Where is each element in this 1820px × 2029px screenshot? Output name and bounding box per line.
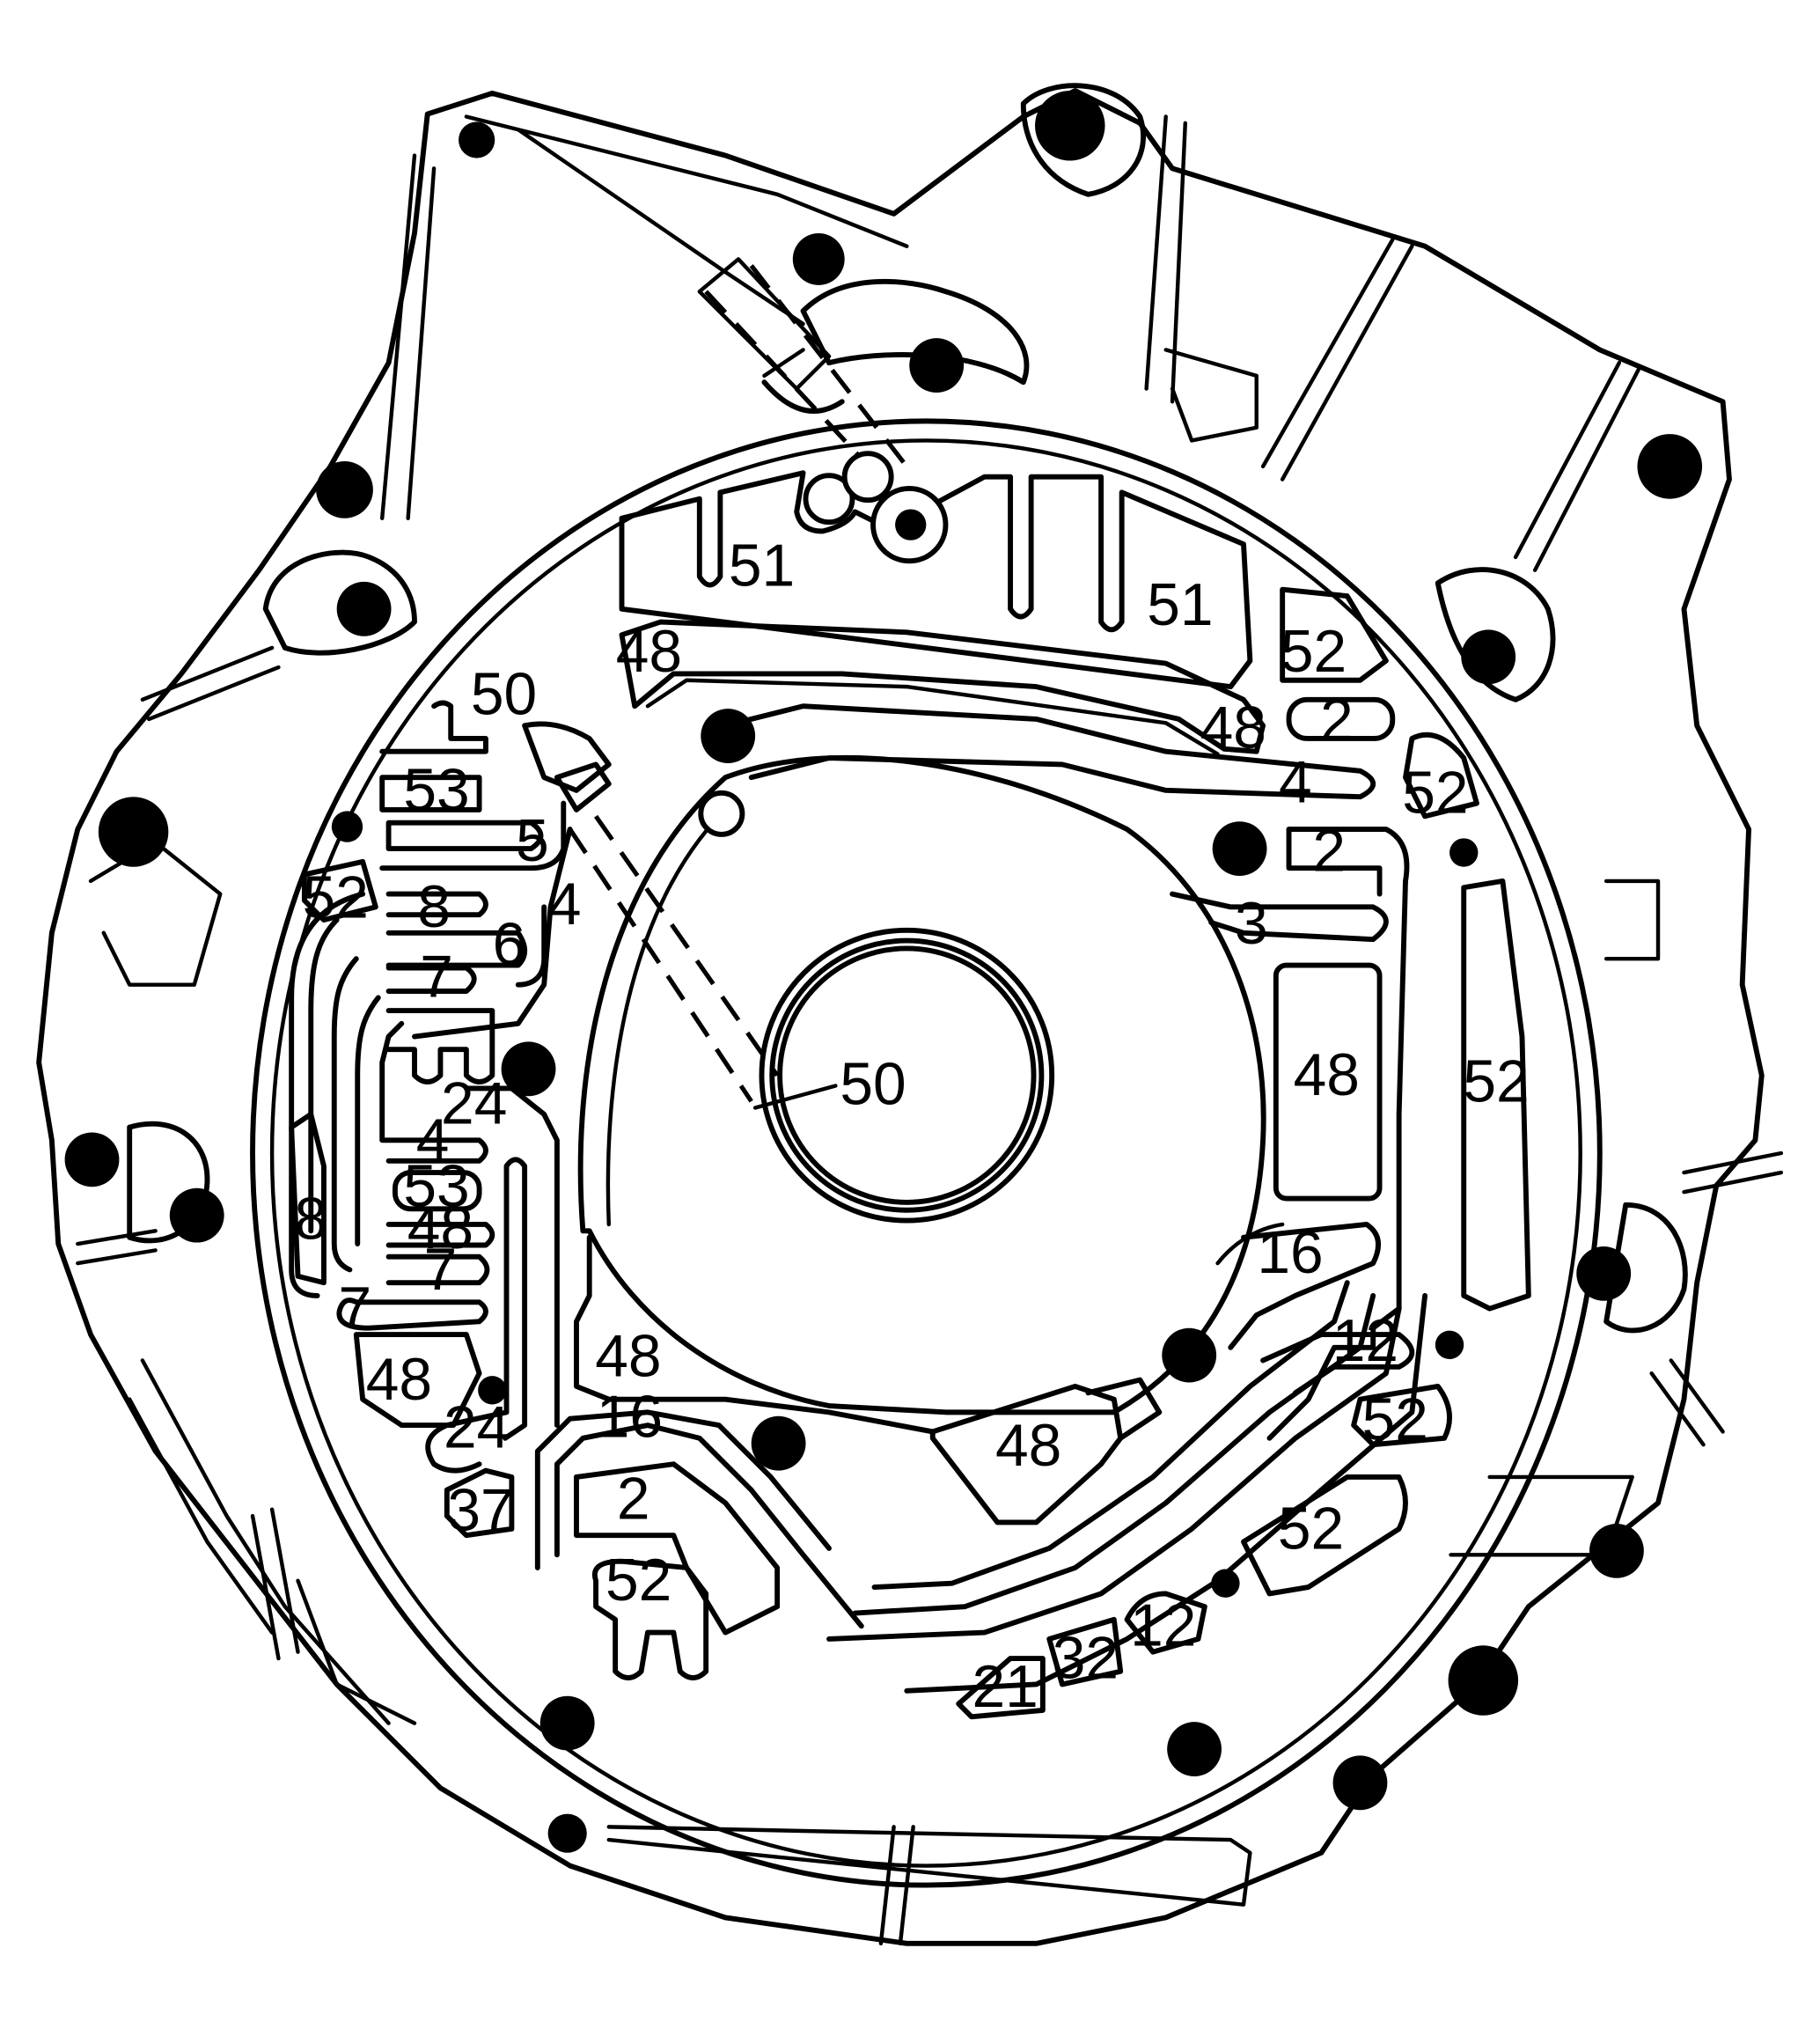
passage-label: 24 [444,1395,510,1461]
passage-label: 52 [1281,619,1347,685]
passage-label: 8 [417,874,451,940]
passage-label: 3 [1235,891,1268,957]
passage-label: 53 [403,1154,469,1220]
passage-label: 52 [1402,760,1468,826]
passage-label: 48 [616,619,682,685]
passage-label: 8 [294,1187,327,1253]
passage-label: 6 [493,912,526,978]
passage-label: 51 [729,533,795,599]
passage-label: 16 [1257,1220,1323,1286]
bolt-hole [331,811,363,842]
bolt-hole [1448,1645,1519,1716]
bolt-hole [909,338,965,393]
bolt-hole [459,121,495,158]
passage-channels [289,470,1531,1720]
hidden-passage-lines [568,264,909,1103]
passage-label: 52 [1463,1049,1529,1115]
bolt-hole [1162,1327,1217,1383]
bolt-hole [478,1376,507,1405]
passage-label: 21 [972,1654,1038,1720]
passage-label: 2 [1320,687,1354,754]
passage-label: 51 [1147,572,1213,638]
passage-labels: 51 51 52 48 50 48 2 4 52 53 5 2 52 8 4 6… [294,533,1529,1720]
passage-label: 52 [1278,1496,1344,1562]
passage-label: 50 [840,1051,906,1117]
bolt-hole [1637,434,1703,499]
bolt-holes [64,91,1703,1853]
bolt-hole [1035,91,1105,161]
passage-label: 32 [1053,1626,1119,1692]
bolt-hole [1435,1330,1464,1360]
bolt-hole [169,1187,224,1243]
bolt-hole [895,509,927,540]
passage-label: 52 [605,1547,671,1614]
bolt-hole [98,797,169,867]
bolt-hole [1212,821,1267,877]
passage-label: 24 [441,1071,507,1137]
passage-label: 12 [1332,1308,1398,1374]
passage-label: 2 [1312,819,1346,885]
passage-label: 48 [995,1413,1061,1479]
passage-label: 48 [595,1324,661,1390]
bolt-hole [316,461,373,518]
passage-label: 7 [424,1237,458,1303]
bolt-hole [701,709,756,763]
bolt-hole [501,1041,556,1097]
passage-label: 7 [338,1275,371,1342]
main-body [250,418,1603,1888]
bolt-hole [336,581,392,636]
bolt-hole [1211,1569,1240,1598]
passage-label: 52 [303,865,369,931]
bolt-hole [547,1813,587,1853]
passage-label: 4 [548,871,582,937]
passage-label: 4 [1279,750,1312,816]
bolt-hole [792,232,845,285]
passage-label: 2 [617,1466,650,1532]
mounting-bosses [127,83,1688,1334]
bolt-hole [751,1415,806,1471]
passage-label: 52 [1362,1387,1428,1453]
bolt-hole [1449,838,1479,867]
bolt-hole [539,1695,595,1751]
passage-label: 37 [447,1478,513,1544]
passage-label: 48 [1200,695,1266,761]
bolt-hole [1167,1722,1222,1776]
passage-label: 4 [416,1107,450,1173]
bolt-hole [64,1132,120,1187]
bolt-hole [1589,1523,1644,1578]
passage-label: 48 [1294,1042,1360,1108]
bolt-hole [1461,629,1516,685]
passage-label: 53 [403,757,469,823]
passage-label: 7 [420,944,453,1010]
bolt-hole [1332,1755,1388,1811]
passage-label: 48 [366,1347,432,1413]
center-bore [752,927,1055,1224]
passage-label: 5 [516,808,549,874]
passage-label: 16 [597,1385,663,1451]
passage-label: 50 [471,661,537,727]
passage-label: 48 [407,1195,473,1261]
bolt-hole [1576,1246,1632,1301]
passage-label: 12 [1130,1593,1196,1659]
